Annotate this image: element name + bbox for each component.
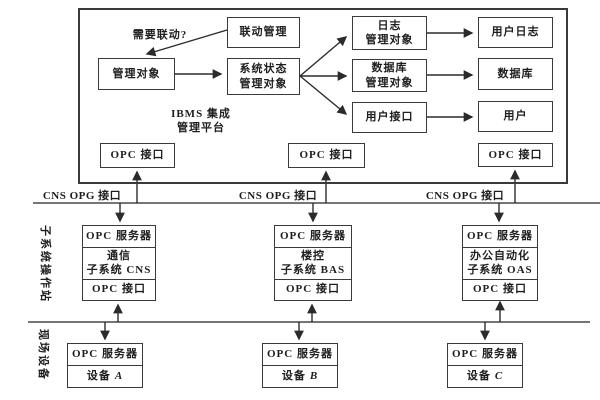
- device-letter: A: [114, 369, 124, 382]
- device-name-prefix: 设备: [86, 369, 111, 382]
- box-opc-interface-right: OPC 接口: [478, 143, 553, 167]
- subsystem-box-cns: OPC 服务器 通信 子系统 CNS OPC 接口: [82, 225, 156, 301]
- opc-server-label: OPC 服务器: [280, 229, 346, 242]
- cns-opg-bus-lines: [28, 202, 600, 323]
- subsystem-name: 楼控 子系统 BAS: [275, 247, 351, 279]
- device-name-prefix: 设备: [466, 369, 491, 382]
- opc-server-label: OPC 服务器: [86, 229, 152, 242]
- device-letter: B: [309, 369, 319, 382]
- subsystem-box-oas: OPC 服务器 办公自动化 子系统 OAS OPC 接口: [462, 225, 538, 301]
- box-system-status-object: 系统状态 管理对象: [227, 58, 300, 95]
- box-database: 数据库: [478, 58, 553, 90]
- opc-server-label: OPC 服务器: [72, 347, 138, 360]
- platform-title: IBMS 集成 管理平台: [171, 108, 231, 135]
- device-letter: C: [494, 369, 504, 382]
- opc-server-label: OPC 服务器: [467, 229, 533, 242]
- box-user: 用户: [478, 101, 553, 132]
- cns-opg-label-middle: CNS OPG 接口: [238, 190, 318, 202]
- opc-interface-label: OPC 接口: [275, 279, 351, 300]
- subsystem-name: 通信 子系统 CNS: [83, 247, 155, 279]
- cns-opg-label-right: CNS OPG 接口: [425, 190, 505, 202]
- box-managed-object: 管理对象: [98, 58, 175, 90]
- linkage-question-label: 需要联动?: [132, 29, 188, 41]
- subsystem-box-bas: OPC 服务器 楼控 子系统 BAS OPC 接口: [274, 225, 352, 301]
- opc-interface-label: OPC 接口: [463, 279, 537, 300]
- opc-interface-label: OPC 接口: [83, 279, 155, 300]
- opc-server-label: OPC 服务器: [267, 347, 333, 360]
- box-user-log: 用户日志: [478, 17, 553, 48]
- box-database-management-object: 数据库 管理对象: [352, 59, 427, 92]
- arrow-connectors: [100, 28, 520, 341]
- cns-opg-label-left: CNS OPG 接口: [42, 190, 122, 202]
- field-device-side-label: 现场设备: [37, 329, 49, 381]
- box-linkage-management: 联动管理: [227, 17, 300, 48]
- subsystem-name: 办公自动化 子系统 OAS: [463, 247, 537, 279]
- box-log-management-object: 日志 管理对象: [352, 16, 427, 50]
- box-opc-interface-left: OPC 接口: [100, 143, 175, 168]
- box-user-interface: 用户接口: [352, 102, 427, 133]
- ibms-platform-frame: [78, 8, 568, 184]
- box-opc-interface-middle: OPC 接口: [288, 143, 365, 168]
- device-name-prefix: 设备: [281, 369, 306, 382]
- opc-server-label: OPC 服务器: [452, 347, 518, 360]
- subsystem-station-side-label: 子系统操作站: [39, 225, 51, 303]
